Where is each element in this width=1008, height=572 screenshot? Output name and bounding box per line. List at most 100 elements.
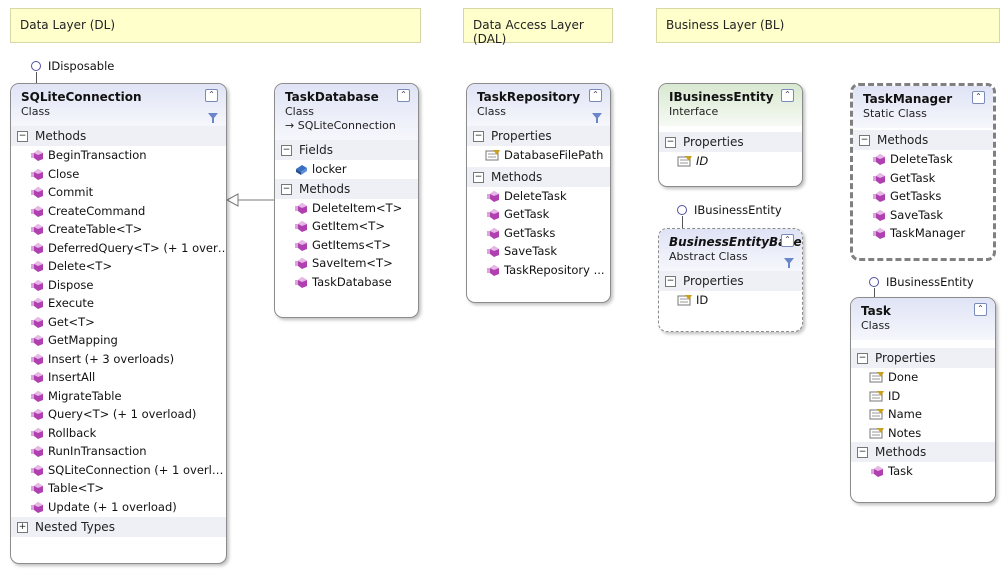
section-label: Properties xyxy=(875,351,936,365)
class-taskrepository[interactable]: TaskRepository Class ⌃ −Properties Datab… xyxy=(466,83,611,303)
method-item[interactable]: DeleteTask xyxy=(467,187,610,206)
method-item[interactable]: DeleteTask xyxy=(853,150,993,169)
collapse-minus-icon[interactable]: − xyxy=(473,171,484,183)
property-icon xyxy=(869,390,885,403)
method-label: TaskManager xyxy=(890,226,966,240)
property-item[interactable]: Name xyxy=(851,405,995,424)
method-item[interactable]: Task xyxy=(851,462,995,481)
filter-icon[interactable] xyxy=(592,113,602,123)
property-item[interactable]: ID xyxy=(851,387,995,406)
collapse-minus-icon[interactable]: − xyxy=(665,276,676,287)
method-item[interactable]: SaveItem<T> xyxy=(275,254,418,273)
method-item[interactable]: CreateTable<T> xyxy=(11,220,226,239)
method-item[interactable]: Query<T> (+ 1 overload) xyxy=(11,405,226,424)
class-taskdatabase[interactable]: TaskDatabase Class → SQLiteConnection ⌃ … xyxy=(274,83,419,318)
class-sqliteconnection[interactable]: SQLiteConnection Class ⌃ −Methods BeginT… xyxy=(10,83,227,564)
section-properties[interactable]: −Properties xyxy=(659,271,802,291)
collapse-minus-icon[interactable]: − xyxy=(857,447,868,458)
method-icon xyxy=(29,279,45,292)
method-item[interactable]: Rollback xyxy=(11,424,226,443)
method-item[interactable]: DeleteItem<T> xyxy=(275,199,418,218)
method-item[interactable]: Execute xyxy=(11,294,226,313)
field-item[interactable]: locker xyxy=(275,160,418,179)
method-item[interactable]: BeginTransaction xyxy=(11,146,226,165)
method-item[interactable]: Update (+ 1 overload) xyxy=(11,498,226,517)
method-item[interactable]: GetItems<T> xyxy=(275,236,418,255)
section-properties[interactable]: −Properties xyxy=(851,348,995,368)
property-item[interactable]: Done xyxy=(851,368,995,387)
filter-icon[interactable] xyxy=(784,258,794,268)
collapse-minus-icon[interactable]: − xyxy=(17,131,28,142)
method-item[interactable]: TaskRepository ... xyxy=(467,261,610,280)
method-item[interactable]: Get<T> xyxy=(11,313,226,332)
collapse-chevron-icon[interactable]: ⌃ xyxy=(589,89,602,102)
method-item[interactable]: Commit xyxy=(11,183,226,202)
method-item[interactable]: SQLiteConnection (+ 1 overl… xyxy=(11,461,226,480)
section-methods[interactable]: −Methods xyxy=(853,130,993,150)
collapse-chevron-icon[interactable]: ⌃ xyxy=(781,234,794,247)
property-item[interactable]: DatabaseFilePath xyxy=(467,146,610,165)
class-taskmanager[interactable]: TaskManager Static Class ⌃ −Methods Dele… xyxy=(850,83,996,261)
method-item[interactable]: SaveTask xyxy=(467,242,610,261)
section-nested-types[interactable]: +Nested Types xyxy=(11,517,226,537)
method-item[interactable]: TaskDatabase xyxy=(275,273,418,292)
collapse-chevron-icon[interactable]: ⌃ xyxy=(397,89,410,102)
method-label: Execute xyxy=(48,296,94,310)
class-businessentitybase[interactable]: BusinessEntityBase Abstract Class ⌃ −Pro… xyxy=(658,228,803,332)
property-icon xyxy=(677,155,693,168)
section-methods[interactable]: −Methods xyxy=(851,442,995,462)
section-properties[interactable]: −Properties xyxy=(467,126,610,146)
method-icon xyxy=(293,202,309,215)
section-fields[interactable]: −Fields xyxy=(275,140,418,160)
expand-plus-icon[interactable]: + xyxy=(17,522,28,533)
method-item[interactable]: GetTask xyxy=(853,169,993,188)
method-item[interactable]: SaveTask xyxy=(853,206,993,225)
collapse-minus-icon[interactable]: − xyxy=(281,183,292,195)
method-item[interactable]: DeferredQuery<T> (+ 1 over… xyxy=(11,239,226,258)
section-properties[interactable]: −Properties xyxy=(659,132,802,152)
method-item[interactable]: InsertAll xyxy=(11,368,226,387)
property-item[interactable]: ID xyxy=(659,152,802,171)
property-icon xyxy=(869,408,885,421)
method-item[interactable]: MigrateTable xyxy=(11,387,226,406)
method-icon xyxy=(293,257,309,270)
collapse-chevron-icon[interactable]: ⌃ xyxy=(205,89,218,102)
method-label: SaveItem<T> xyxy=(312,256,393,270)
method-item[interactable]: GetTasks xyxy=(467,224,610,243)
collapse-chevron-icon[interactable]: ⌃ xyxy=(972,91,985,104)
method-label: GetTask xyxy=(504,207,550,221)
filter-icon[interactable] xyxy=(208,113,218,123)
interface-ibusinessentity[interactable]: IBusinessEntity Interface ⌃ −Properties … xyxy=(658,83,803,187)
collapse-chevron-icon[interactable]: ⌃ xyxy=(974,303,987,316)
method-item[interactable]: RunInTransaction xyxy=(11,442,226,461)
collapse-minus-icon[interactable]: − xyxy=(859,135,870,146)
collapse-minus-icon[interactable]: − xyxy=(857,353,868,364)
method-item[interactable]: GetItem<T> xyxy=(275,217,418,236)
method-item[interactable]: Dispose xyxy=(11,276,226,295)
method-item[interactable]: Delete<T> xyxy=(11,257,226,276)
method-item[interactable]: CreateCommand xyxy=(11,202,226,221)
collapse-minus-icon[interactable]: − xyxy=(665,137,676,148)
method-item[interactable]: GetTask xyxy=(467,205,610,224)
section-methods[interactable]: −Methods xyxy=(275,178,418,199)
section-methods[interactable]: −Methods xyxy=(467,166,610,187)
collapse-chevron-icon[interactable]: ⌃ xyxy=(781,89,794,102)
property-item[interactable]: Notes xyxy=(851,424,995,443)
method-item[interactable]: Table<T> xyxy=(11,479,226,498)
collapse-minus-icon[interactable]: − xyxy=(281,145,292,156)
method-item[interactable]: Insert (+ 3 overloads) xyxy=(11,350,226,369)
property-item[interactable]: ID xyxy=(659,291,802,310)
collapse-minus-icon[interactable]: − xyxy=(473,131,484,142)
section-methods[interactable]: −Methods xyxy=(11,126,226,146)
lollipop-label: IBusinessEntity xyxy=(694,203,782,217)
method-item[interactable]: Close xyxy=(11,165,226,184)
method-item[interactable]: GetMapping xyxy=(11,331,226,350)
method-item[interactable]: GetTasks xyxy=(853,187,993,206)
layer-business-label: Business Layer (BL) xyxy=(666,18,785,32)
shape-stereotype: Class xyxy=(21,105,50,118)
section-label: Properties xyxy=(683,135,744,149)
method-label: BeginTransaction xyxy=(48,148,147,162)
method-item[interactable]: TaskManager xyxy=(853,224,993,243)
